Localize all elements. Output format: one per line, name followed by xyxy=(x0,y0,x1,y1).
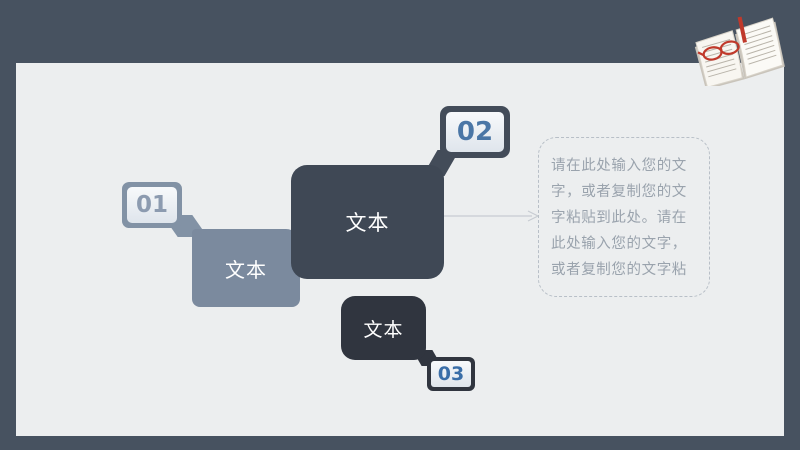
number-badge-02: 02 xyxy=(440,106,510,158)
text-block-03: 文本 xyxy=(341,296,426,360)
number-badge-01-value: 01 xyxy=(127,187,177,223)
text-block-03-label: 文本 xyxy=(363,318,404,341)
arrow-right-icon xyxy=(444,210,540,222)
text-block-01-label: 文本 xyxy=(225,257,267,282)
text-block-02-label: 文本 xyxy=(345,211,390,235)
description-text: 请在此处输入您的文字，或者复制您的文字粘贴到此处。请在此处输入您的文字，或者复制… xyxy=(551,158,687,278)
number-badge-03-value: 03 xyxy=(431,361,471,387)
description-textbox[interactable]: 请在此处输入您的文字，或者复制您的文字粘贴到此处。请在此处输入您的文字，或者复制… xyxy=(538,137,710,297)
number-badge-02-value: 02 xyxy=(446,112,504,152)
number-badge-01: 01 xyxy=(122,182,182,228)
text-block-01: 文本 xyxy=(192,229,300,307)
number-badge-03: 03 xyxy=(427,357,475,391)
open-book-with-glasses-icon xyxy=(694,16,785,86)
text-block-02: 文本 xyxy=(291,165,444,279)
